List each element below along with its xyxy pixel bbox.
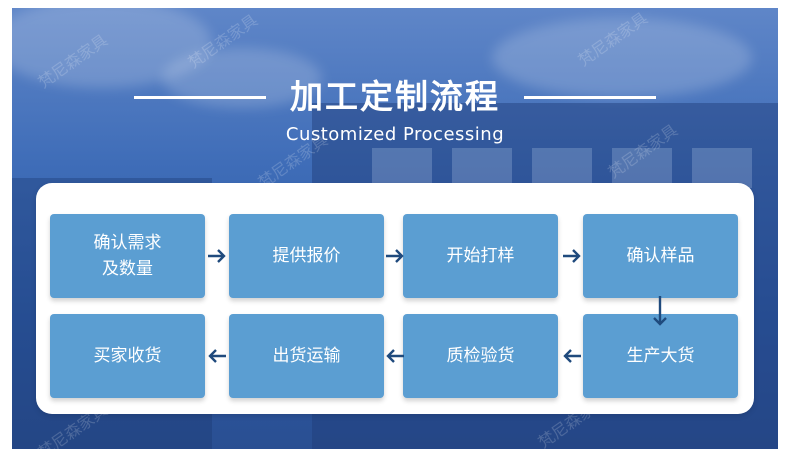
step-label: 买家收货 <box>93 346 162 366</box>
step-label: 生产大货 <box>626 346 695 366</box>
arrow-down-icon <box>653 296 667 326</box>
arrow-left-icon <box>563 349 581 363</box>
arrow-right-icon <box>208 249 226 263</box>
arrow-left-icon <box>208 349 226 363</box>
title-rule-right <box>524 96 656 99</box>
arrow-right-icon <box>563 249 581 263</box>
title-block: 加工定制流程 <box>12 70 778 118</box>
title-rule-left <box>134 96 266 99</box>
arrow-left-icon <box>386 349 404 363</box>
step-label: 开始打样 <box>446 246 515 266</box>
step-label: 确认需求 及数量 <box>93 233 162 279</box>
step-confirm-sample: 确认样品 <box>583 214 738 298</box>
step-quotation: 提供报价 <box>229 214 384 298</box>
step-quality-inspection: 质检验货 <box>403 314 558 398</box>
step-label: 提供报价 <box>272 246 341 266</box>
step-label: 质检验货 <box>446 346 515 366</box>
process-panel: 确认需求 及数量 提供报价 开始打样 确认样品 生产大货 质检验货 出货运输 买… <box>36 183 754 414</box>
step-shipping: 出货运输 <box>229 314 384 398</box>
step-buyer-receipt: 买家收货 <box>50 314 205 398</box>
step-label: 出货运输 <box>272 346 341 366</box>
page-title: 加工定制流程 <box>290 77 500 116</box>
step-confirm-demand: 确认需求 及数量 <box>50 214 205 298</box>
step-label: 确认样品 <box>626 246 695 266</box>
page-subtitle: Customized Processing <box>285 124 505 145</box>
hero-banner: 梵尼森家具 梵尼森家具 梵尼森家具 梵尼森家具 梵尼森家具 梵尼森家具 梵尼森家… <box>12 8 778 449</box>
step-sampling: 开始打样 <box>403 214 558 298</box>
step-mass-production: 生产大货 <box>583 314 738 398</box>
arrow-right-icon <box>386 249 404 263</box>
